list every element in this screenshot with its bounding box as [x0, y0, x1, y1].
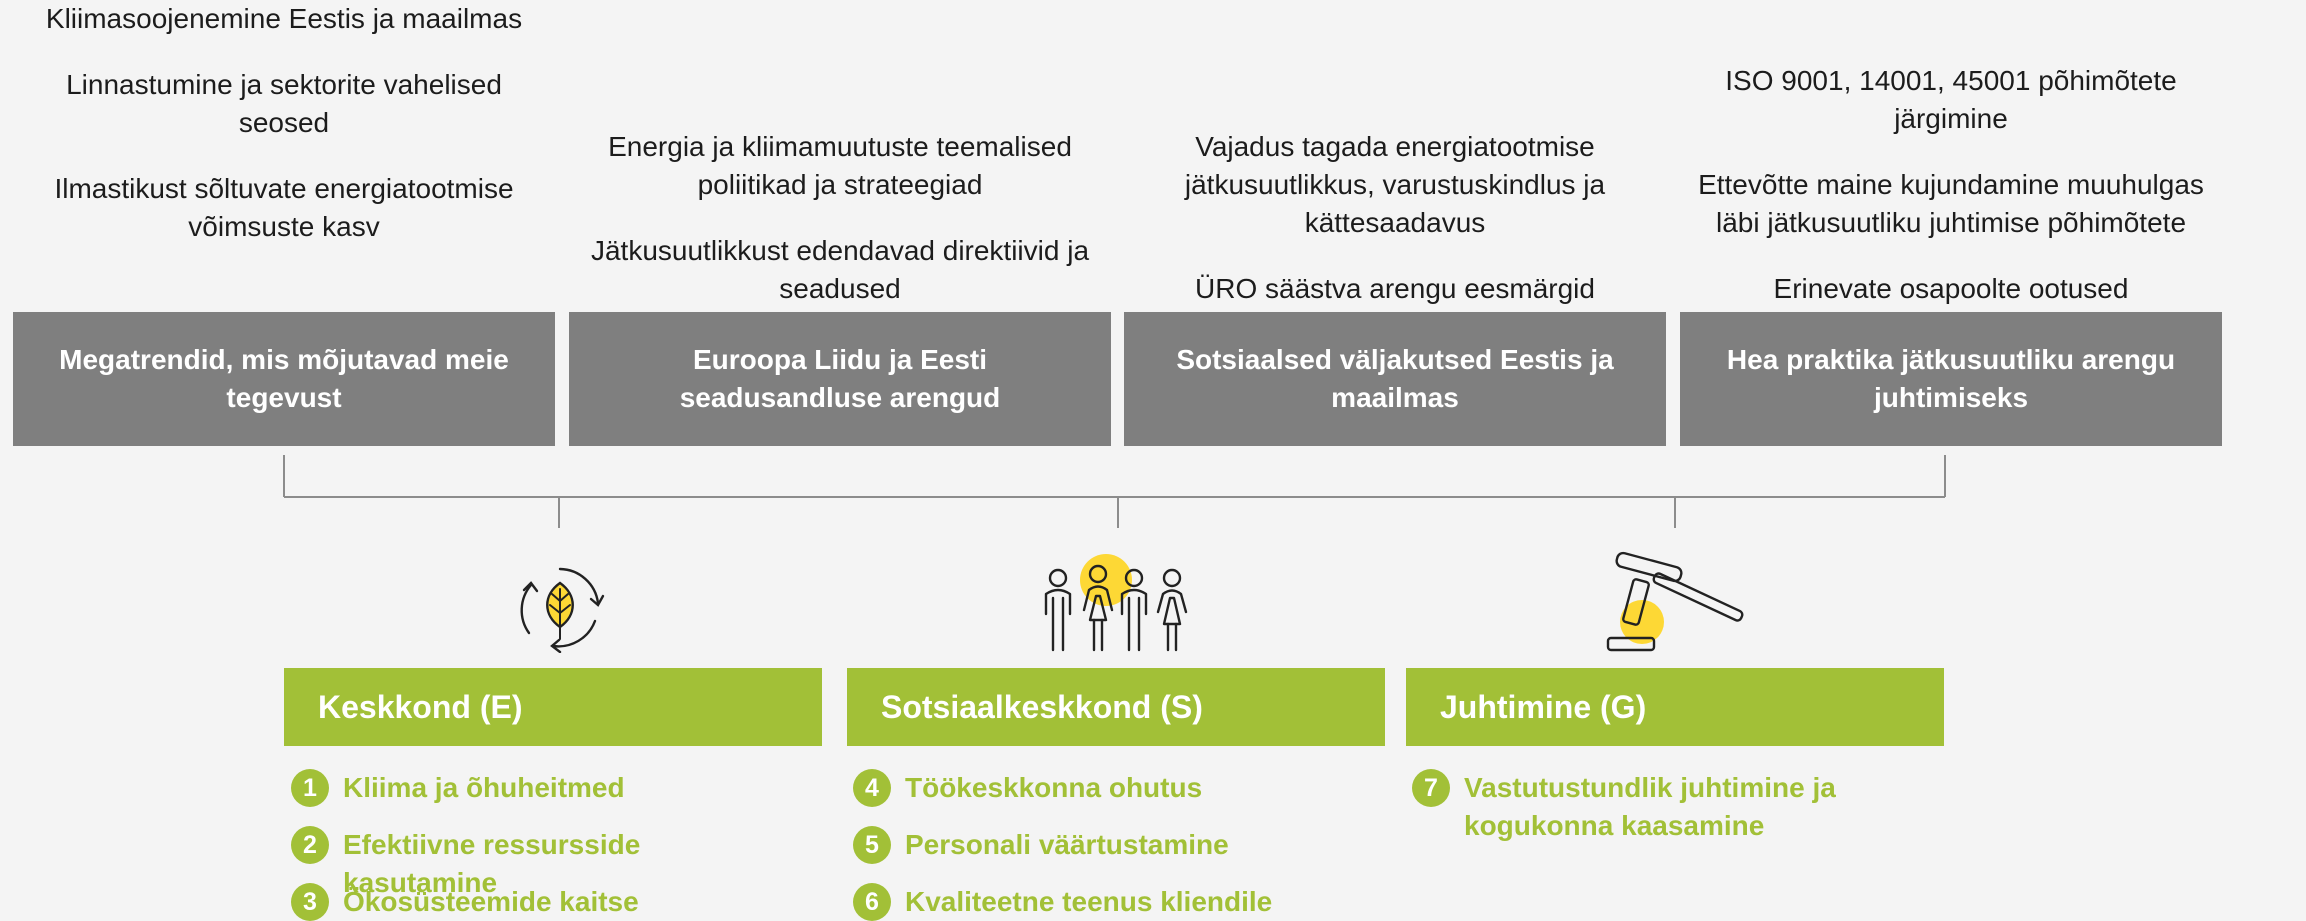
context-column-2: Energia ja kliimamuutuste teemalised pol… [569, 0, 1111, 308]
context-heading-label: Euroopa Liidu ja Eesti seadusandluse are… [679, 344, 1001, 413]
context-bullet: Jätkusuutlikkust edendavad direktiivid j… [590, 235, 1090, 304]
item-label: Personali väärtustamine [905, 829, 1229, 860]
leaf-recycle-icon [520, 567, 605, 653]
context-column-3: Vajadus tagada energiatootmise jätkusuut… [1124, 0, 1666, 308]
list-item: 1 Kliima ja õhuheitmed [291, 769, 763, 807]
pillar-title: Keskkond (E) [318, 688, 523, 725]
context-bullet: Linnastumine ja sektorite vahelised seos… [66, 69, 502, 138]
item-number-badge: 3 [291, 883, 329, 921]
list-item: 5 Personali väärtustamine [853, 826, 1325, 864]
list-item: 4 Töökeskkonna ohutus [853, 769, 1325, 807]
context-column-4: ISO 9001, 14001, 45001 põhimõtete järgim… [1680, 0, 2222, 308]
item-label: Kliima ja õhuheitmed [343, 772, 625, 803]
context-column-1: Kliimasoojenemine Eestis ja maailmas Lin… [13, 0, 555, 308]
item-number-badge: 7 [1412, 769, 1450, 807]
pillar-title: Juhtimine (G) [1440, 688, 1647, 725]
pillar-governance-header: Juhtimine (G) [1406, 668, 1944, 746]
context-bullet: ISO 9001, 14001, 45001 põhimõtete järgim… [1725, 65, 2177, 134]
context-bullet: Erinevate osapoolte ootused [1773, 273, 2129, 304]
item-number-badge: 1 [291, 769, 329, 807]
item-number-badge: 2 [291, 826, 329, 864]
context-heading-social: Sotsiaalsed väljakutsed Eestis ja maailm… [1124, 312, 1666, 446]
connector-bracket [283, 455, 1946, 528]
item-label: Vastutustundlik juhtimine ja kogukonna k… [1464, 772, 1836, 841]
context-bullet: ÜRO säästva arengu eesmärgid [1195, 273, 1595, 304]
context-bullet: Energia ja kliimamuutuste teemalised pol… [608, 131, 1072, 200]
item-label: Ökosüsteemide kaitse [343, 886, 639, 917]
pillar-title: Sotsiaalkeskkond (S) [881, 688, 1203, 725]
context-heading-megatrends: Megatrendid, mis mõjutavad meie tegevust [13, 312, 555, 446]
people-icon [1044, 554, 1188, 652]
item-label: Töökeskkonna ohutus [905, 772, 1203, 803]
context-bullet: Vajadus tagada energiatootmise jätkusuut… [1184, 131, 1606, 238]
context-heading-label: Sotsiaalsed väljakutsed Eestis ja maailm… [1176, 344, 1614, 413]
list-item: 7 Vastutustundlik juhtimine ja kogukonna… [1412, 769, 1864, 845]
context-bullet: Ilmastikust sõltuvate energiatootmise võ… [54, 173, 514, 242]
context-bullet: Ettevõtte maine kujundamine muuhulgas lä… [1698, 169, 2204, 238]
pillar-environment-header: Keskkond (E) [284, 668, 822, 746]
item-label: Efektiivne ressursside kasutamine [343, 829, 641, 898]
item-label: Kvaliteetne teenus kliendile [905, 886, 1273, 917]
context-heading-best-practice: Hea praktika jätkusuutliku arengu juhtim… [1680, 312, 2222, 446]
context-heading-label: Hea praktika jätkusuutliku arengu juhtim… [1726, 344, 2176, 413]
pillar-social-header: Sotsiaalkeskkond (S) [847, 668, 1385, 746]
list-item: 6 Kvaliteetne teenus kliendile [853, 883, 1325, 921]
item-number-badge: 4 [853, 769, 891, 807]
context-bullet: Kliimasoojenemine Eestis ja maailmas [45, 3, 523, 34]
item-number-badge: 6 [853, 883, 891, 921]
context-heading-label: Megatrendid, mis mõjutavad meie tegevust [59, 344, 509, 413]
gavel-icon [1606, 551, 1744, 652]
list-item: 3 Ökosüsteemide kaitse [291, 883, 763, 921]
item-number-badge: 5 [853, 826, 891, 864]
context-heading-legislation: Euroopa Liidu ja Eesti seadusandluse are… [569, 312, 1111, 446]
list-item: 2 Efektiivne ressursside kasutamine [291, 826, 763, 902]
